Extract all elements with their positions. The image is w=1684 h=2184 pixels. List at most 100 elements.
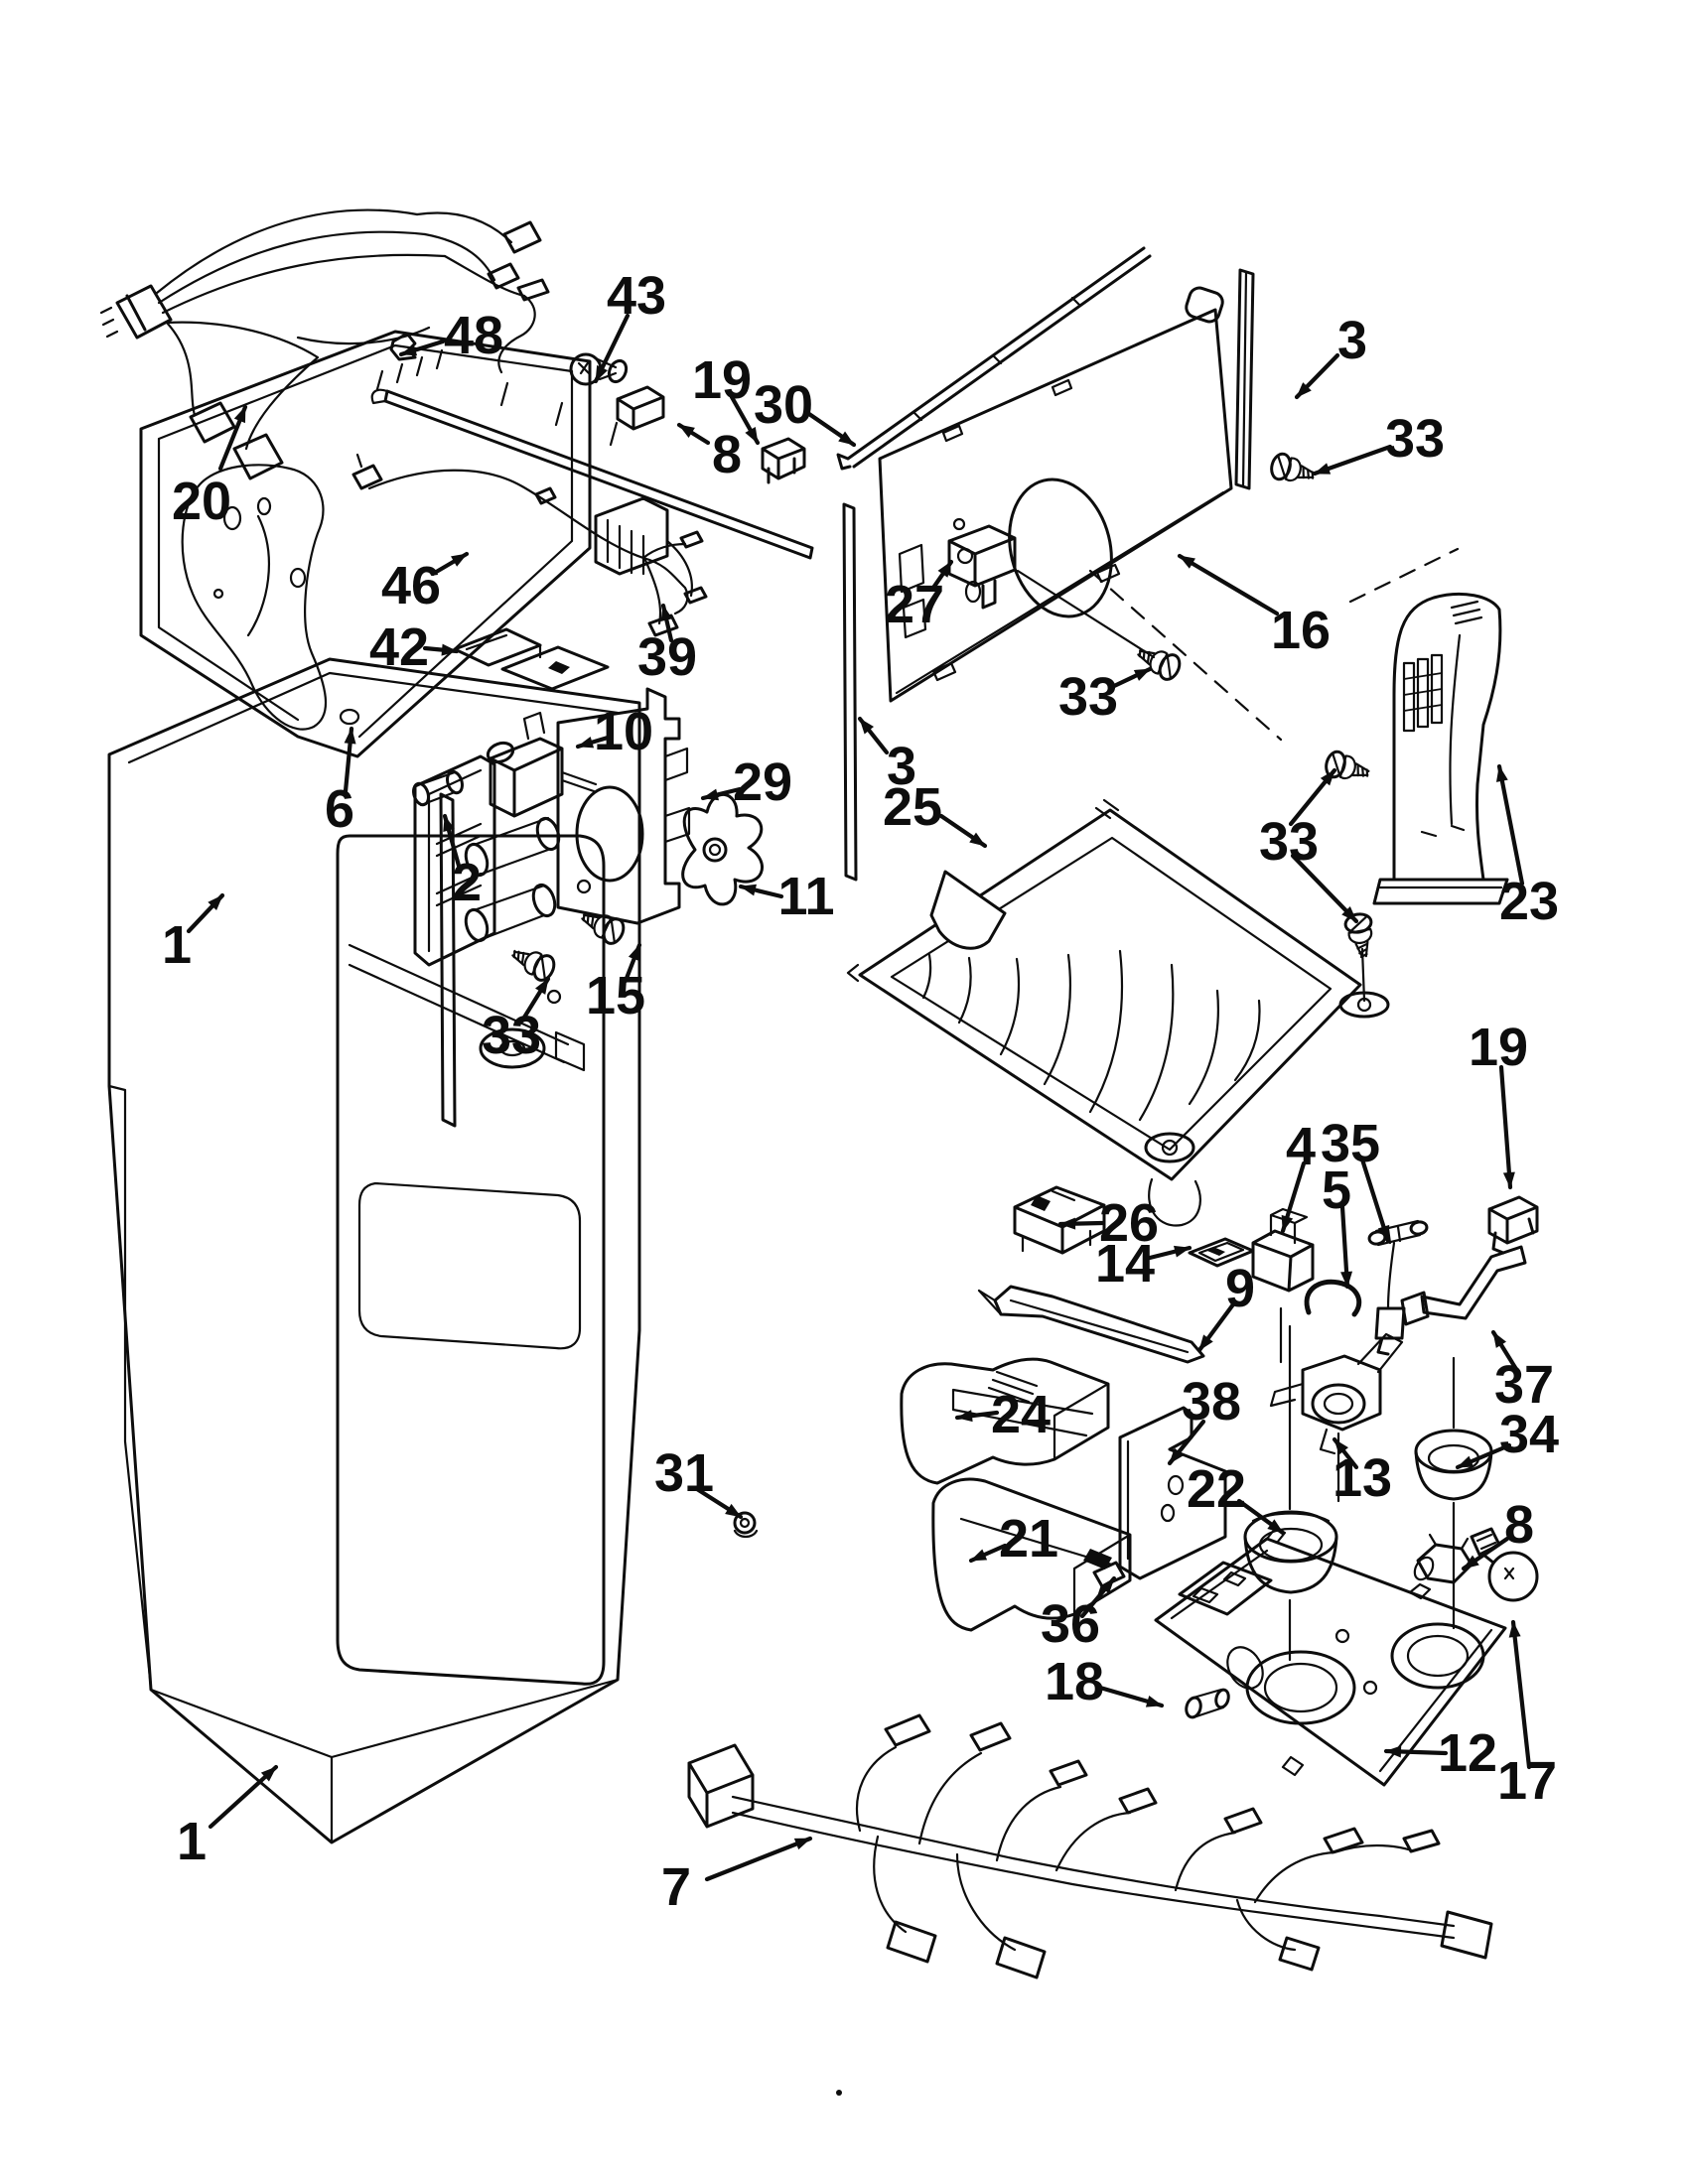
leader-arrow — [442, 813, 462, 869]
harness-39-art — [594, 496, 708, 637]
part-number-38: 38 — [1182, 1372, 1241, 1432]
box-4-art — [1251, 1207, 1315, 1293]
capsule-18-art — [1185, 1688, 1230, 1719]
part-number-43: 43 — [607, 266, 666, 326]
bracket-9-art — [977, 1285, 1205, 1364]
trim-strip-right-art — [1234, 268, 1255, 490]
part-number-15: 15 — [586, 966, 645, 1025]
leader-arrow — [1057, 1217, 1105, 1230]
part-number-46: 46 — [381, 556, 441, 615]
leader-arrow — [738, 884, 784, 899]
part-number-18: 18 — [1045, 1652, 1104, 1711]
wiring-harness-bottom-art — [687, 1713, 1493, 1979]
part-number-33: 33 — [1259, 812, 1319, 872]
damper-26-art — [1013, 1185, 1106, 1255]
leader-arrow — [1495, 763, 1525, 887]
leader-arrow — [1280, 1160, 1307, 1234]
part-number-8: 8 — [712, 425, 742, 484]
leader-arrow — [1147, 1245, 1193, 1261]
control-housing-12-art — [1154, 1527, 1507, 1787]
part-number-34: 34 — [1499, 1405, 1559, 1464]
leader-arrow — [938, 813, 988, 849]
part-number-1: 1 — [162, 915, 192, 975]
leader-arrow — [1339, 1204, 1353, 1290]
leader-arrow — [575, 735, 611, 750]
part-number-12: 12 — [1438, 1723, 1497, 1783]
leader-arrow — [930, 559, 954, 591]
clip-19-art — [761, 437, 806, 484]
part-number-27: 27 — [885, 575, 944, 634]
plates-42-art — [453, 627, 610, 691]
part-number-8: 8 — [1504, 1495, 1534, 1555]
leader-arrow — [1196, 1301, 1236, 1353]
leader-arrow — [1109, 666, 1153, 690]
leader-arrow — [954, 1410, 1000, 1423]
leader-arrow — [1167, 1419, 1206, 1466]
part-number-33: 33 — [1385, 409, 1445, 469]
part-number-29: 29 — [733, 752, 792, 812]
part-number-10: 10 — [594, 702, 653, 761]
leader-arrow — [430, 551, 470, 577]
part-number-13: 13 — [1333, 1448, 1392, 1508]
part-number-20: 20 — [172, 472, 231, 531]
wire-46-art — [351, 453, 704, 615]
leader-arrow — [1461, 1536, 1510, 1571]
part-number-11: 11 — [777, 867, 834, 926]
part-number-24: 24 — [991, 1385, 1051, 1444]
leader-arrow — [593, 313, 631, 384]
leader-arrow — [700, 786, 743, 801]
leader-arrow — [1079, 1575, 1117, 1619]
leader-arrow — [186, 892, 225, 934]
leader-arrow — [1359, 1157, 1391, 1244]
leader-arrow — [1490, 1329, 1522, 1377]
part-number-14: 14 — [1095, 1234, 1155, 1294]
air-tower-23-art — [1088, 547, 1509, 1019]
part-number-5: 5 — [1322, 1160, 1351, 1220]
part-number-33: 33 — [482, 1006, 541, 1065]
leader-arrow — [1508, 1619, 1532, 1770]
rear-panel-16-art — [836, 246, 1319, 882]
leader-arrow — [398, 339, 446, 357]
trim-strip-left-art — [842, 502, 858, 882]
part-number-17: 17 — [1497, 1751, 1557, 1811]
part-number-4: 4 — [1286, 1117, 1316, 1176]
wiring-harness-top-art — [99, 208, 550, 480]
part-number-30: 30 — [754, 375, 813, 435]
leader-arrow — [729, 394, 761, 446]
sensor-35-art — [1367, 1219, 1429, 1356]
part-number-3: 3 — [887, 737, 916, 796]
leader-arrow — [704, 1836, 813, 1882]
part-number-25: 25 — [883, 777, 942, 837]
leader-arrow — [1455, 1442, 1512, 1470]
leader-arrow — [1332, 1436, 1359, 1470]
part-number-31: 31 — [654, 1443, 714, 1503]
part-number-2: 2 — [452, 853, 482, 912]
part-number-9: 9 — [1225, 1259, 1255, 1318]
bracket-37-art — [1400, 1245, 1527, 1326]
part-number-19: 19 — [692, 350, 752, 410]
leader-arrow — [1288, 767, 1337, 827]
cup-22-art — [1243, 1510, 1338, 1594]
drain-pan-25-art — [846, 798, 1362, 1227]
leader-arrow — [1498, 1064, 1515, 1190]
leader-arrow — [857, 716, 890, 755]
part-number-33: 33 — [1058, 667, 1118, 727]
part-number-3: 3 — [1337, 311, 1367, 370]
leader-arrow — [623, 942, 642, 984]
part-number-1: 1 — [177, 1812, 207, 1871]
leader-arrow — [1290, 853, 1359, 924]
part-number-37: 37 — [1494, 1355, 1554, 1415]
part-number-39: 39 — [637, 627, 697, 687]
leader-arrow — [676, 422, 711, 446]
leader-arrow — [1312, 444, 1393, 477]
plate-38-art — [1118, 1406, 1227, 1580]
leader-arrow — [1177, 553, 1280, 616]
part-number-7: 7 — [661, 1857, 691, 1917]
part-number-22: 22 — [1187, 1459, 1246, 1519]
switch-27-art — [947, 524, 1017, 610]
leader-arrow — [1383, 1745, 1449, 1758]
leader-arrow — [694, 1486, 744, 1520]
